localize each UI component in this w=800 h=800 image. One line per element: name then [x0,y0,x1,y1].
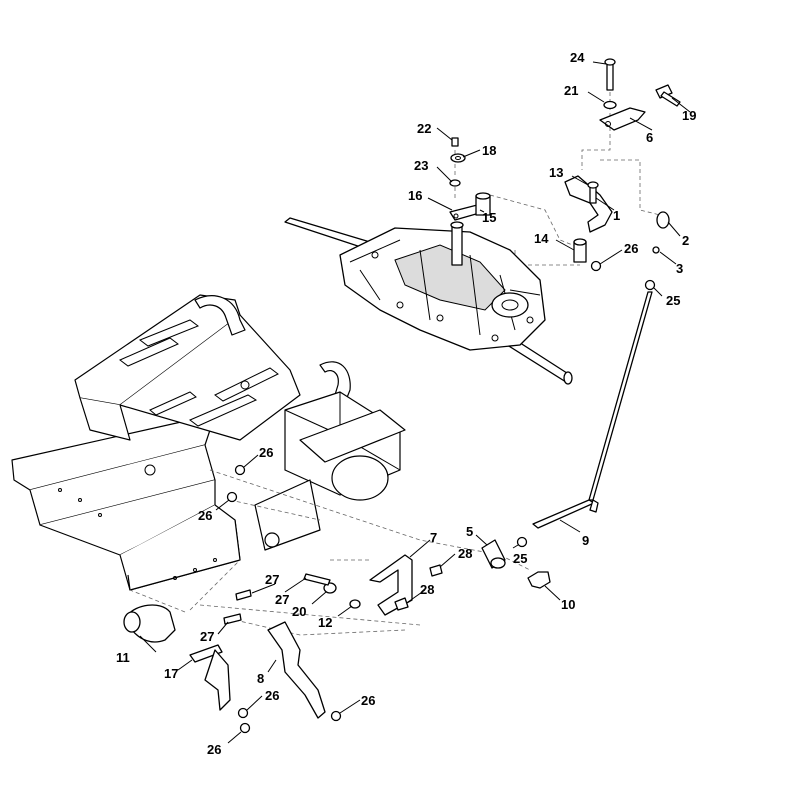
leader-lines [139,61,691,744]
part-27-bolt-b [303,573,331,586]
callout-25-mid: 25 [513,551,527,566]
callout-7: 7 [430,530,437,545]
callout-16: 16 [408,188,422,203]
part-1-bolt [587,181,599,204]
part-27-bolt-c [223,613,242,625]
callout-1: 1 [613,208,620,223]
callout-6: 6 [646,130,653,145]
callout-19: 19 [682,108,696,123]
mower-frame [11,294,406,613]
part-28-bolt-upper [429,564,443,577]
callout-23: 24 [570,50,585,65]
callout-28-lower: 28 [420,582,434,597]
part-5-bushing [481,539,506,569]
part-24-washer [323,582,337,594]
callout-27-low: 27 [200,629,214,644]
part-26-nut-top [590,260,602,272]
part-17-handle [189,644,231,711]
callout-17: 17 [164,666,178,681]
callout-26-top: 26 [624,241,638,256]
callout-25-top: 25 [666,293,680,308]
callout-13: 12 [318,615,332,630]
callout-labels: 24 21 19 6 22 18 23 13 1 16 15 14 26 2 3… [116,50,696,757]
part-27-bolt-a [235,589,252,601]
callout-26-low-a: 26 [265,688,279,703]
part-2-ball-joint [656,211,670,229]
callout-27-top: 27 [265,572,279,587]
part-13-washer [349,599,361,609]
transaxle [284,217,573,385]
part-26-nut-b [237,707,249,719]
callout-18: 18 [482,143,496,158]
part-19-bolt [655,84,681,107]
part-25-nut-top [644,279,656,291]
callout-15: 15 [482,210,496,225]
callout-24: 20 [292,604,306,619]
part-21-bolt [451,137,459,147]
assembly-guides [199,85,661,636]
callout-3: 3 [676,261,683,276]
part-26-nut-d [330,710,342,722]
callout-28-upper: 28 [458,546,472,561]
part-28-bolt-lower [394,597,409,611]
part-20-washer [603,100,617,110]
callout-11: 11 [116,650,130,665]
part-26-nut-e [234,464,246,476]
part-26-nut-f [226,491,238,503]
callout-5: 5 [466,524,473,539]
part-6-bracket [599,107,646,131]
part-22-washer [449,179,461,187]
part-25-nut-mid [516,536,528,548]
callout-9: 9 [582,533,589,548]
part-14-spacer [573,238,587,263]
part-8-lever [267,621,326,719]
part-26-nut-c [239,722,251,734]
callout-26-frame-a: 26 [259,445,273,460]
callout-26-frame-b: 26 [198,508,212,523]
part-10-clip [527,571,551,589]
callout-14: 14 [534,231,549,246]
part-11-knob [123,604,176,643]
callout-22: 23 [414,158,428,173]
callout-2: 2 [682,233,689,248]
part-3-ring [652,246,660,254]
part-15-spacer [475,192,491,216]
part-23-bolt [604,58,616,91]
callout-10: 10 [561,597,575,612]
callout-21: 22 [417,121,431,136]
callout-12: 13 [549,165,563,180]
callout-26-low-b: 26 [207,742,221,757]
callout-8: 8 [257,671,264,686]
callout-20: 21 [564,83,578,98]
callout-27-mid: 27 [275,592,289,607]
part-9-control-rod [532,291,653,529]
part-18-washer [450,153,466,163]
callout-26-low-c: 26 [361,693,375,708]
